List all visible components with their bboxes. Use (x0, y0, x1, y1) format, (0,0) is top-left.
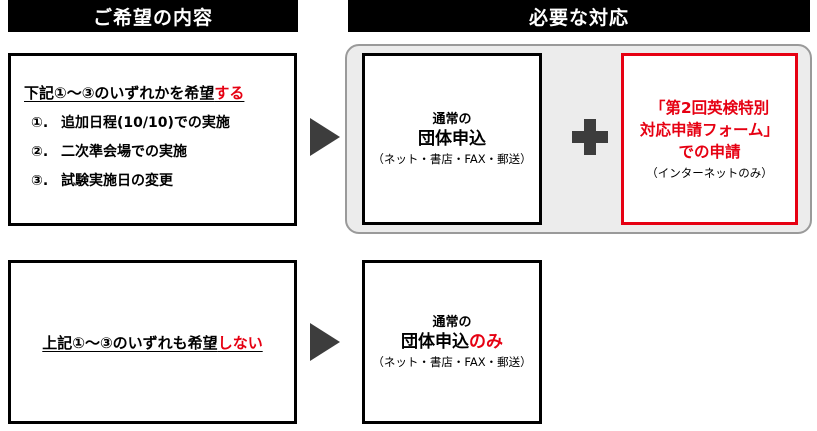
special-form-channel: （インターネットのみ） (646, 166, 773, 180)
group-application-only-label: 団体申込のみ (401, 331, 503, 353)
option-text: 試験実施日の変更 (61, 173, 173, 189)
option-text: 追加日程(10/10)での実施 (61, 115, 230, 131)
standard-application-only-box: 通常の 団体申込のみ （ネット・書店・FAX・郵送） (362, 260, 542, 424)
choice-title-text: 上記①～③のいずれも希望 (42, 333, 218, 352)
header-right-label: 必要な対応 (528, 6, 629, 29)
arrow-right-icon (310, 118, 340, 156)
choice-title-desire: 下記①～③のいずれかを希望する (24, 82, 294, 103)
special-form-title-1: 「第2回英検特別 (649, 99, 770, 117)
option-item-2: ②. 二次準会場での実施 (24, 141, 294, 161)
only-emphasis: のみ (469, 331, 503, 352)
standard-application-box: 通常の 団体申込 （ネット・書店・FAX・郵送） (362, 53, 542, 225)
group-application-text: 団体申込 (401, 331, 469, 352)
header-required-action: 必要な対応 (348, 0, 810, 32)
special-form-box: 「第2回英検特別 対応申請フォーム」 での申請 （インターネットのみ） (621, 53, 798, 225)
choice-box-no-desire: 上記①～③のいずれも希望しない (8, 260, 297, 424)
header-desired-content: ご希望の内容 (8, 0, 298, 32)
choice-title-text: 下記①～③のいずれかを希望 (24, 84, 215, 102)
application-channels: （ネット・書店・FAX・郵送） (372, 354, 532, 369)
choice-title-no-desire: 上記①～③のいずれも希望しない (11, 263, 294, 421)
option-item-1: ①. 追加日程(10/10)での実施 (24, 112, 294, 132)
plus-icon (572, 119, 608, 155)
standard-label: 通常の (432, 314, 472, 330)
application-channels: （ネット・書店・FAX・郵送） (372, 151, 532, 166)
option-number: ①. (31, 115, 49, 131)
option-number: ③. (31, 173, 49, 189)
option-text: 二次準会場での実施 (61, 144, 187, 160)
special-form-title-2: 対応申請フォーム」 (639, 121, 780, 139)
option-item-3: ③. 試験実施日の変更 (24, 170, 294, 190)
choice-box-desire: 下記①～③のいずれかを希望する ①. 追加日程(10/10)での実施 ②. 二次準会… (8, 53, 297, 226)
group-application-label: 団体申込 (418, 128, 486, 149)
standard-label: 通常の (432, 111, 472, 127)
option-number: ②. (31, 144, 49, 160)
arrow-right-icon (310, 323, 340, 361)
choice-title-emphasis: する (214, 84, 245, 102)
choice-title-emphasis: しない (217, 333, 263, 352)
special-form-title-3: での申請 (678, 143, 741, 161)
header-left-label: ご希望の内容 (92, 6, 213, 29)
